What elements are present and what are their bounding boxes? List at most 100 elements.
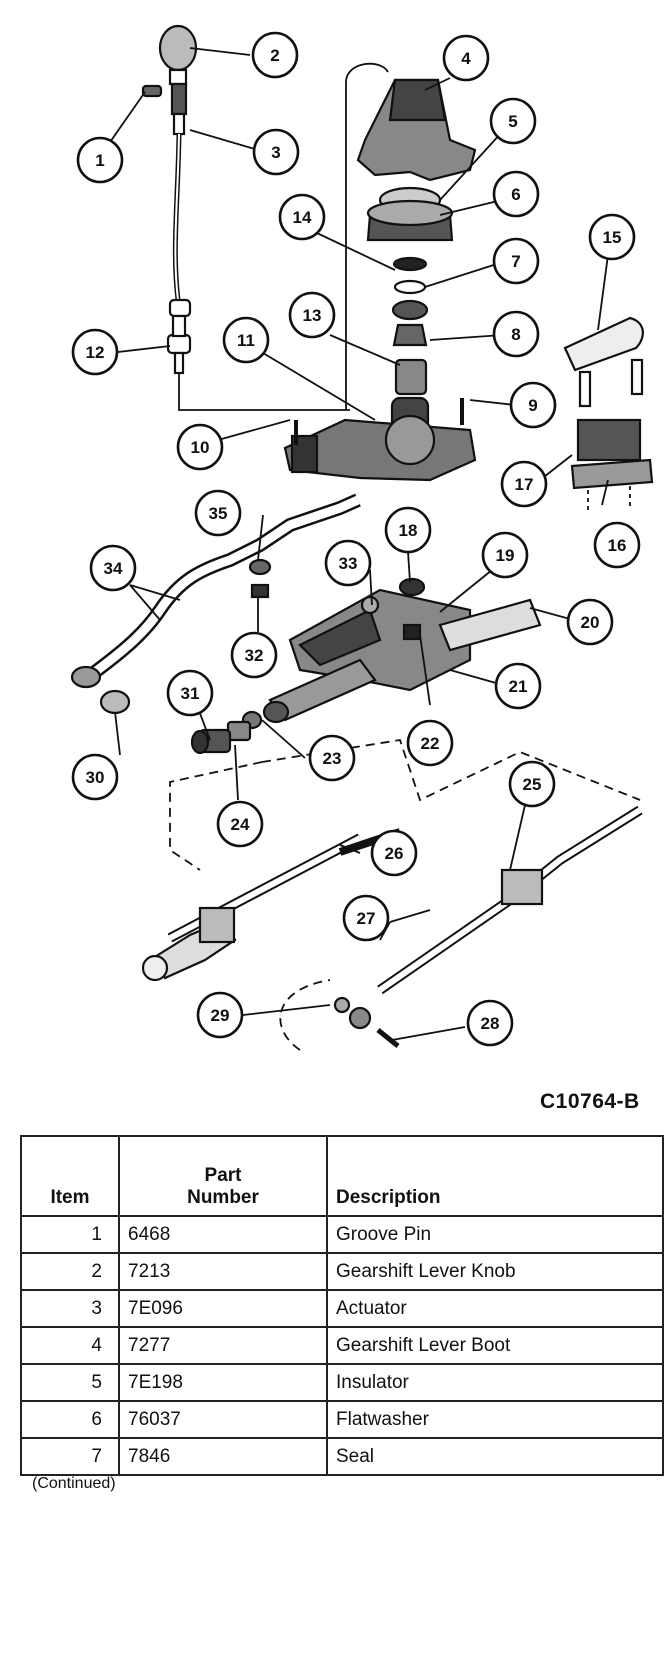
cell-item: 4 [20,1326,120,1365]
cell-part-number: 7213 [118,1252,328,1291]
cell-description: Actuator [326,1289,664,1328]
table-header-row: Item Part Number Description [20,1135,664,1217]
callout-27: 27 [342,894,390,942]
callout-label: 27 [357,909,376,928]
cell-part-number: 7277 [118,1326,328,1365]
callout-label: 6 [511,185,520,204]
callout-label: 30 [86,768,105,787]
callout-label: 12 [86,343,105,362]
header-description: Description [326,1135,664,1217]
callout-7: 7 [492,237,540,285]
callout-label: 28 [481,1014,500,1033]
callout-label: 16 [608,536,627,555]
callout-15: 15 [588,213,636,261]
callout-28: 28 [466,999,514,1047]
callout-label: 25 [523,775,542,794]
base-plate [283,398,477,482]
callout-19: 19 [481,531,529,579]
callout-label: 23 [323,749,342,768]
callout-label: 32 [245,646,264,665]
bracket-assembly [563,316,654,510]
cell-part-number: 7846 [118,1437,328,1476]
callout-label: 11 [237,331,255,350]
leader-lines [107,47,609,1041]
cell-description: Insulator [326,1363,664,1402]
callout-32: 32 [230,631,278,679]
callout-30: 30 [71,753,119,801]
callout-label: 17 [515,475,534,494]
callout-24: 24 [216,800,264,848]
callout-13: 13 [288,291,336,339]
cell-part-number: 6468 [118,1215,328,1254]
cell-description: Gearshift Lever Knob [326,1252,664,1291]
callout-label: 3 [271,143,280,162]
callout-29: 29 [196,991,244,1039]
shift-housing [262,577,542,724]
cell-description: Flatwasher [326,1400,664,1439]
callout-label: 14 [293,208,312,227]
callout-label: 29 [211,1006,230,1025]
cell-description: Seal [326,1437,664,1476]
figure-code: C10764-B [540,1090,640,1113]
callout-label: 20 [581,613,600,632]
callout-23: 23 [308,734,356,782]
boot-stack [356,78,477,444]
callout-label: 5 [508,112,517,131]
header-part-number: Part Number [118,1135,328,1217]
callout-9: 9 [509,381,557,429]
callout-11: 11 [222,316,270,364]
callout-label: 21 [509,677,528,696]
cell-part-number: 76037 [118,1400,328,1439]
cell-item: 6 [20,1400,120,1439]
callout-label: 7 [511,252,520,271]
callout-33: 33 [324,539,372,587]
callout-label: 33 [339,554,358,573]
shift-rod [70,493,361,715]
callout-label: 2 [270,46,279,65]
callout-6: 6 [492,170,540,218]
callout-3: 3 [252,128,300,176]
callout-21: 21 [494,662,542,710]
callout-14: 14 [278,193,326,241]
callout-2: 2 [251,31,299,79]
cell-item: 3 [20,1289,120,1328]
cell-item: 7 [20,1437,120,1476]
callout-label: 19 [496,546,515,565]
callout-label: 8 [511,325,520,344]
callout-12: 12 [71,328,119,376]
callout-label: 26 [385,844,404,863]
callout-label: 24 [231,815,250,834]
cell-item: 2 [20,1252,120,1291]
header-item: Item [20,1135,120,1217]
callout-label: 10 [191,438,210,457]
callout-34: 34 [89,544,137,592]
callout-20: 20 [566,598,614,646]
cell-item: 1 [20,1215,120,1254]
callout-25: 25 [508,760,556,808]
callout-22: 22 [406,719,454,767]
callout-label: 1 [95,151,104,170]
callout-label: 4 [461,49,471,68]
callout-26: 26 [370,829,418,877]
callout-1: 1 [76,136,124,184]
cell-item: 5 [20,1363,120,1402]
gearshift-lever [141,24,350,411]
callout-10: 10 [176,423,224,471]
cell-part-number: 7E096 [118,1289,328,1328]
callout-35: 35 [194,489,242,537]
callout-label: 31 [181,684,200,703]
continued-note: (Continued) [32,1475,116,1492]
callout-label: 34 [104,559,123,578]
callout-label: 9 [528,396,537,415]
callout-17: 17 [500,460,548,508]
callout-label: 18 [399,521,418,540]
callout-16: 16 [593,521,641,569]
